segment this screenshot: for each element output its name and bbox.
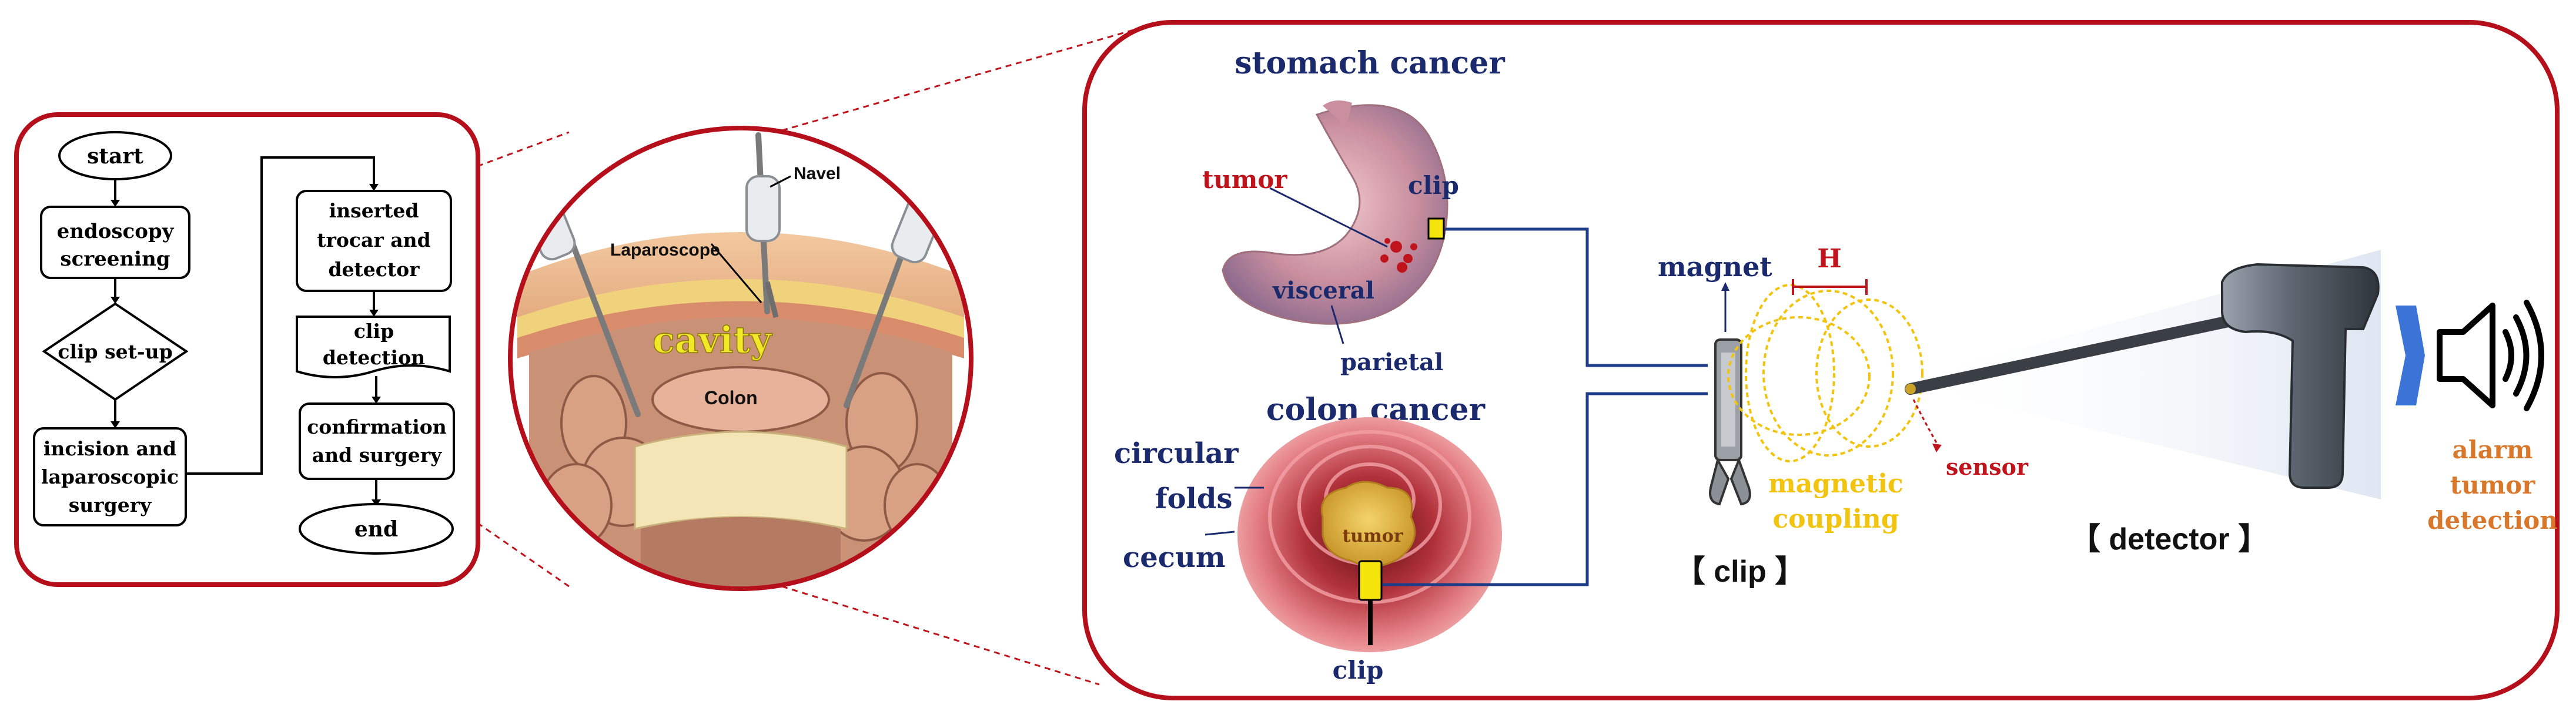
colon-clip-label: clip bbox=[1333, 656, 1384, 685]
navel-label: Navel bbox=[794, 164, 841, 183]
endoscopy-label-line1: endoscopy bbox=[57, 220, 175, 243]
magnetic-coupling-line2: coupling bbox=[1772, 504, 1899, 534]
clip-detection-label-line2: detection bbox=[323, 346, 425, 369]
laparoscopy-frame bbox=[508, 126, 973, 591]
stomach-clip-label: clip bbox=[1408, 171, 1459, 200]
colon-tumor-label: tumor bbox=[1342, 526, 1403, 546]
clip-setup-decision bbox=[42, 302, 189, 401]
flowchart-panel: start endoscopy screening clip set-up in… bbox=[14, 112, 480, 587]
start-node bbox=[58, 131, 172, 180]
trocar-label-line1: inserted bbox=[329, 199, 419, 222]
incision-label-line2: laparoscopic bbox=[41, 465, 179, 488]
magnetic-field-lines bbox=[1727, 284, 1923, 462]
cavity-label: cavity bbox=[653, 318, 772, 361]
end-node bbox=[299, 503, 454, 555]
confirmation-label-line1: confirmation bbox=[307, 415, 447, 438]
clip-setup-label: clip set-up bbox=[58, 340, 172, 363]
arrow-right-icon bbox=[2396, 306, 2425, 405]
laparoscope-label: Laparoscope bbox=[610, 240, 720, 260]
detector-handle bbox=[2221, 263, 2380, 489]
stomach-cancer-title: stomach cancer bbox=[1235, 45, 1505, 81]
incision-node bbox=[33, 427, 187, 526]
zoom-connectors bbox=[477, 24, 1153, 686]
circular-folds-line2: folds bbox=[1155, 482, 1232, 515]
device-panel: stomach cancer tumor clip visceral parie… bbox=[1082, 20, 2560, 700]
device-clip bbox=[1709, 338, 1751, 506]
confirmation-label-line2: and surgery bbox=[312, 444, 442, 467]
endoscopy-label-line2: screening bbox=[60, 247, 170, 271]
magnet-label: magnet bbox=[1658, 251, 1772, 283]
start-label: start bbox=[87, 144, 143, 169]
detector-probe bbox=[1905, 314, 2240, 395]
colon-clip-marker bbox=[1358, 560, 1383, 601]
clip-detection-label-line1: clip bbox=[354, 320, 394, 343]
cecum-label: cecum bbox=[1123, 541, 1226, 574]
stomach-illustration bbox=[1222, 100, 1448, 325]
alarm-line3: detection bbox=[2427, 506, 2558, 535]
speaker-icon bbox=[2437, 300, 2544, 411]
trocar-node bbox=[296, 190, 452, 292]
alarm-line2: tumor bbox=[2450, 471, 2535, 499]
incision-label-line3: surgery bbox=[69, 494, 152, 516]
trocar-label-line2: trocar and bbox=[317, 229, 430, 251]
confirmation-node bbox=[299, 402, 455, 480]
abdomen-illustration bbox=[513, 130, 969, 586]
colon-illustration bbox=[1237, 417, 1502, 652]
clip-link-lines bbox=[1383, 227, 1708, 586]
magnetic-coupling-line1: magnetic bbox=[1768, 469, 1903, 499]
visceral-label: visceral bbox=[1272, 277, 1374, 304]
laparoscopy-panel: Navel Laparoscope cavity Colon bbox=[508, 126, 973, 591]
circular-folds-line1: circular bbox=[1114, 437, 1239, 470]
stomach-clip-marker bbox=[1427, 217, 1445, 240]
endoscopy-node bbox=[40, 206, 190, 279]
alarm-line1: alarm bbox=[2453, 435, 2533, 464]
trocar-label-line3: detector bbox=[328, 258, 420, 281]
sensor-label: sensor bbox=[1946, 454, 2029, 480]
sensor-tip bbox=[1905, 384, 1916, 394]
clip-caption: 【 clip 】 bbox=[1675, 555, 1805, 589]
incision-label-line1: incision and bbox=[44, 437, 176, 460]
h-field-label: H bbox=[1817, 244, 1842, 274]
end-label: end bbox=[354, 517, 398, 542]
parietal-label: parietal bbox=[1340, 348, 1443, 376]
colon-label: Colon bbox=[704, 387, 758, 408]
clip-detection-node bbox=[296, 316, 451, 378]
detector-caption: 【 detector 】 bbox=[2070, 522, 2269, 556]
